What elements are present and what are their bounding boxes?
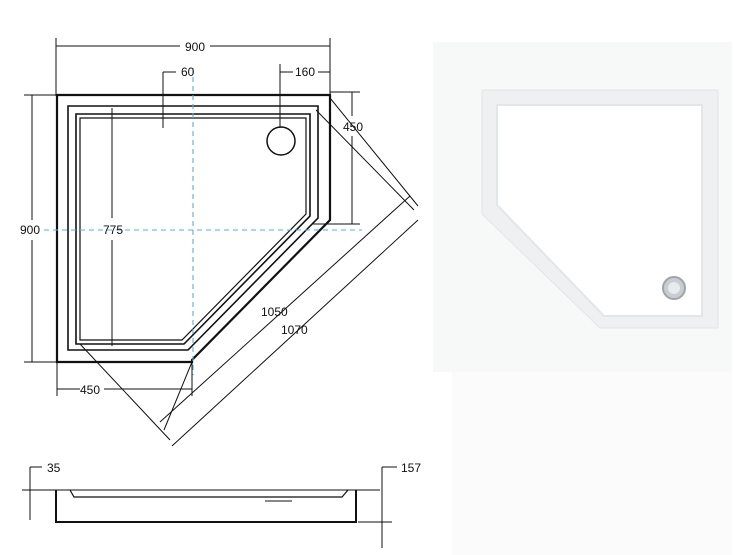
plan-view: 900 60 160 450 900 775 450 [20,38,419,447]
dim-width-top: 900 [185,40,205,54]
drain-icon [668,282,680,294]
dim-diagonal-outer: 1070 [281,323,308,337]
dim-extension [315,109,415,211]
dim-axis-offset: 60 [181,65,195,79]
dim-diagonal-inner: 1050 [261,305,288,319]
dim-line-1050 [159,195,411,423]
dim-side-thickness: 35 [47,461,61,475]
drain-icon [266,126,296,156]
dim-inner-depth: 775 [103,223,123,237]
tray-rim-outline [67,105,319,351]
dim-line-1070 [171,219,419,447]
dim-extension [79,343,171,441]
dim-extension [329,97,419,207]
dim-extension [163,361,193,431]
side-view: 35 157 [22,461,421,548]
product-photo [433,42,732,555]
tray-basin-outline [75,113,311,345]
tray-basin-inner [79,117,307,341]
dim-drain-offset-x: 160 [295,65,315,79]
side-tray-outline [55,490,357,523]
photo-tray-basin [496,104,703,317]
photo-shadow-area [452,372,732,555]
side-tray-basin [69,489,349,498]
dim-height-left: 900 [20,223,40,237]
dim-side-height: 157 [401,461,421,475]
dim-bottom-left: 450 [80,383,100,397]
